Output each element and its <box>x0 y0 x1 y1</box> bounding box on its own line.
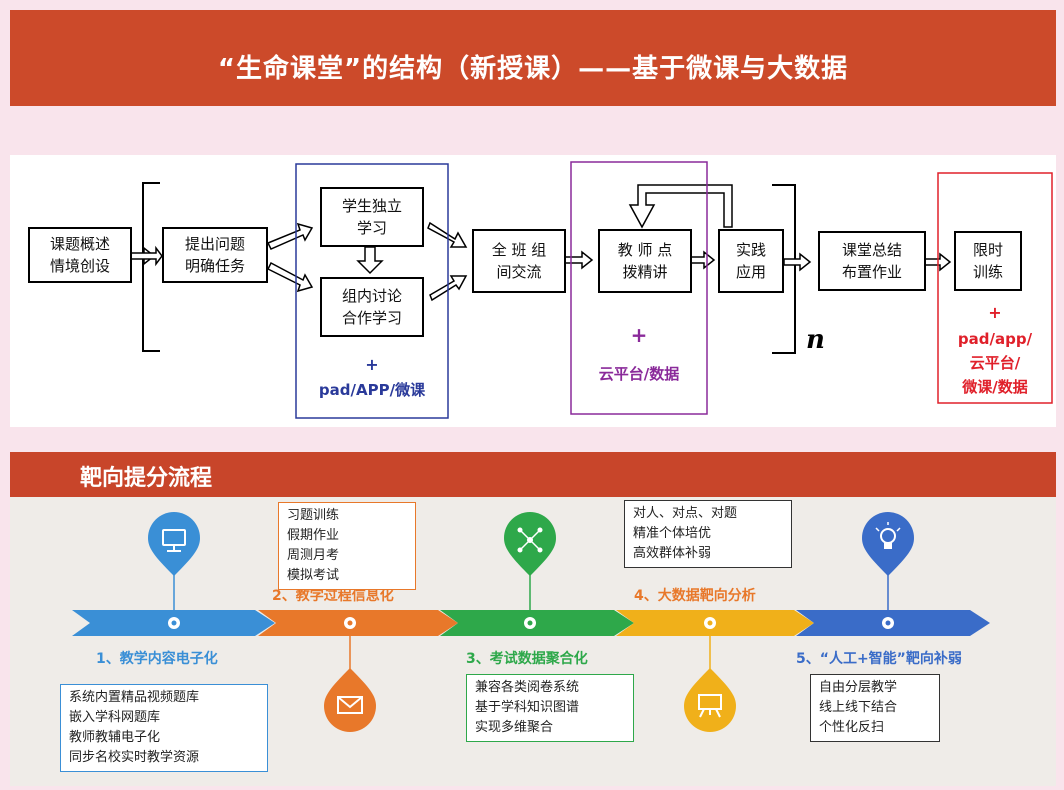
list-item: 系统内置精品视频题库 <box>69 690 200 705</box>
stage-2-label: 2、教学过程信息化 <box>272 588 394 604</box>
flow-connectors <box>129 161 1053 419</box>
list-item: 教师教辅电子化 <box>69 730 161 745</box>
list-item: 同步名校实时教学资源 <box>69 750 200 765</box>
group-box-3 <box>937 172 1053 404</box>
box-line: 情境创设 <box>49 257 110 275</box>
box-line: 间交流 <box>496 263 542 281</box>
group1-label: pad/APP/微课 <box>318 381 426 399</box>
mail-icon <box>324 668 376 732</box>
flow-box-intro: 课题概述情境创设 <box>28 227 132 283</box>
box-line: 限时 <box>972 241 1003 259</box>
group3-line: pad/app/ <box>957 330 1033 348</box>
stage-5-items: 自由分层教学 线上线下结合 个性化反扫 <box>810 674 940 742</box>
group3-label: pad/app/ 云平台/ 微课/数据 <box>940 327 1050 399</box>
box-line: 布置作业 <box>841 263 902 281</box>
top-banner: “生命课堂”的结构（新授课）——基于微课与大数据 <box>10 10 1056 106</box>
stage-1-items: 系统内置精品视频题库 嵌入学科网题库 教师教辅电子化 同步名校实时教学资源 <box>60 684 268 772</box>
box-line: 学习 <box>356 219 387 237</box>
stage-4-items: 对人、对点、对题 精准个体培优 高效群体补弱 <box>624 500 792 568</box>
loop-count-label: n <box>806 325 825 355</box>
list-item: 自由分层教学 <box>819 680 898 695</box>
list-item: 嵌入学科网题库 <box>69 710 161 725</box>
list-item: 假期作业 <box>287 528 340 543</box>
lightbulb-icon <box>862 512 914 576</box>
network-icon <box>504 512 556 576</box>
group3-line: 微课/数据 <box>962 378 1028 396</box>
list-item: 习题训练 <box>287 508 340 523</box>
box-line: 全 班 组 <box>491 241 547 259</box>
stage-4-label: 4、大数据靶向分析 <box>634 588 756 604</box>
presentation-icon <box>684 668 736 732</box>
flow-box-question: 提出问题明确任务 <box>162 227 268 283</box>
group2-label: 云平台/数据 <box>598 365 680 383</box>
list-item: 基于学科知识图谱 <box>475 700 580 715</box>
box-line: 合作学习 <box>341 309 402 327</box>
group-box-2 <box>570 161 708 415</box>
bottom-title: 靶向提分流程 <box>80 466 213 491</box>
list-item: 高效群体补弱 <box>633 546 712 561</box>
group2-plus: + <box>630 323 648 347</box>
stage-2-items: 习题训练 假期作业 周测月考 模拟考试 <box>278 502 416 590</box>
box-line: 明确任务 <box>184 257 245 275</box>
box-line: 训练 <box>972 263 1003 281</box>
box-line: 课堂总结 <box>841 241 902 259</box>
flow-box-self-study: 学生独立学习 <box>320 187 424 247</box>
list-item: 精准个体培优 <box>633 526 712 541</box>
flow-box-class-exchange: 全 班 组间交流 <box>472 229 566 293</box>
group3-plus: + <box>988 303 1002 322</box>
box-line: 课题概述 <box>49 235 110 253</box>
flow-box-summary: 课堂总结布置作业 <box>818 231 926 291</box>
list-item: 兼容各类阅卷系统 <box>475 680 580 695</box>
list-item: 模拟考试 <box>287 568 340 583</box>
flow-box-teacher-guide: 教 师 点拨精讲 <box>598 229 692 293</box>
box-line: 教 师 点 <box>617 241 673 259</box>
bottom-banner: 靶向提分流程 <box>10 452 1056 497</box>
top-title: “生命课堂”的结构（新授课）——基于微课与大数据 <box>217 54 849 84</box>
timeline-graphic <box>72 512 990 732</box>
box-line: 应用 <box>735 263 766 281</box>
list-item: 周测月考 <box>287 548 340 563</box>
flow-box-timed-training: 限时训练 <box>954 231 1022 291</box>
flow-diagram: 课题概述情境创设 提出问题明确任务 学生独立学习 组内讨论合作学习 全 班 组间… <box>10 155 1056 427</box>
list-item: 实现多维聚合 <box>475 720 554 735</box>
monitor-icon <box>148 512 200 576</box>
list-item: 对人、对点、对题 <box>633 506 738 521</box>
timeline-segment-2 <box>258 610 458 636</box>
box-line: 拨精讲 <box>622 263 668 281</box>
timeline-segment-3 <box>440 610 634 636</box>
group-box-1 <box>295 163 449 419</box>
box-line: 实践 <box>735 241 766 259</box>
stage-3-items: 兼容各类阅卷系统 基于学科知识图谱 实现多维聚合 <box>466 674 634 742</box>
stage-3-label: 3、考试数据聚合化 <box>466 651 588 667</box>
box-line: 组内讨论 <box>341 287 402 305</box>
list-item: 线上线下结合 <box>819 700 898 715</box>
group3-line: 云平台/ <box>969 354 1021 372</box>
target-process-panel: 靶向提分流程 <box>10 452 1056 786</box>
flow-box-practice: 实践应用 <box>718 229 784 293</box>
group1-plus: + <box>365 355 379 374</box>
stage-1-label: 1、教学内容电子化 <box>96 651 218 667</box>
box-line: 提出问题 <box>184 235 245 253</box>
list-item: 个性化反扫 <box>819 720 885 735</box>
box-line: 学生独立 <box>341 197 402 215</box>
flow-box-group-study: 组内讨论合作学习 <box>320 277 424 337</box>
stage-5-label: 5、“人工+智能”靶向补弱 <box>796 651 962 667</box>
